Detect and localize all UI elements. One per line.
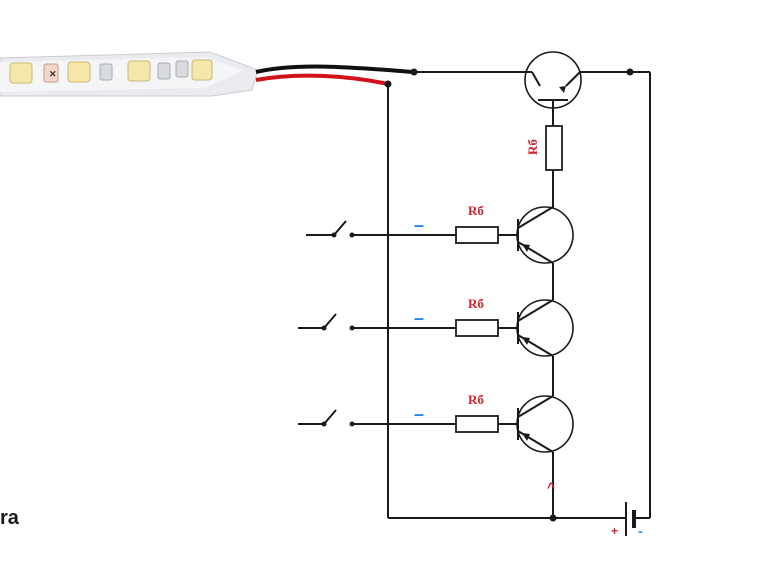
battery-plus-label: +	[611, 524, 618, 538]
led-leads	[255, 64, 415, 86]
battery-icon: + -	[611, 502, 643, 539]
wiring	[384, 68, 651, 522]
led-strip-icon: ✕	[0, 51, 259, 97]
transistor-icon	[516, 206, 574, 264]
resistor-label: Rб	[468, 392, 484, 407]
resistor-label: Rб	[468, 203, 484, 218]
base-resistor-2: Rб	[455, 296, 499, 337]
switch-stage-1: – Rб	[306, 203, 574, 264]
base-resistor-1: Rб	[455, 203, 499, 244]
base-resistor-top: Rб	[525, 125, 563, 171]
minus-sign: –	[414, 308, 424, 328]
switch-icon[interactable]	[298, 313, 355, 331]
minus-sign: –	[414, 215, 424, 235]
current-direction-mark: ^	[547, 479, 555, 495]
switch-icon[interactable]	[306, 220, 355, 238]
transistor-icon	[524, 51, 582, 109]
battery-minus-label: -	[638, 523, 643, 539]
resistor-label: Rб	[525, 139, 540, 155]
switch-icon[interactable]	[298, 409, 355, 427]
switch-stages: – Rб – Rб – Rб	[298, 203, 574, 453]
svg-text:✕: ✕	[49, 69, 57, 79]
minus-sign: –	[414, 404, 424, 424]
resistor-label: Rб	[468, 296, 484, 311]
switch-stage-2: – Rб	[298, 296, 574, 357]
switch-stage-3: – Rб	[298, 392, 574, 453]
base-resistor-3: Rб	[455, 392, 499, 433]
transistor-icon	[516, 395, 574, 453]
cropped-caption-text: ra	[0, 507, 20, 529]
transistor-icon	[516, 299, 574, 357]
